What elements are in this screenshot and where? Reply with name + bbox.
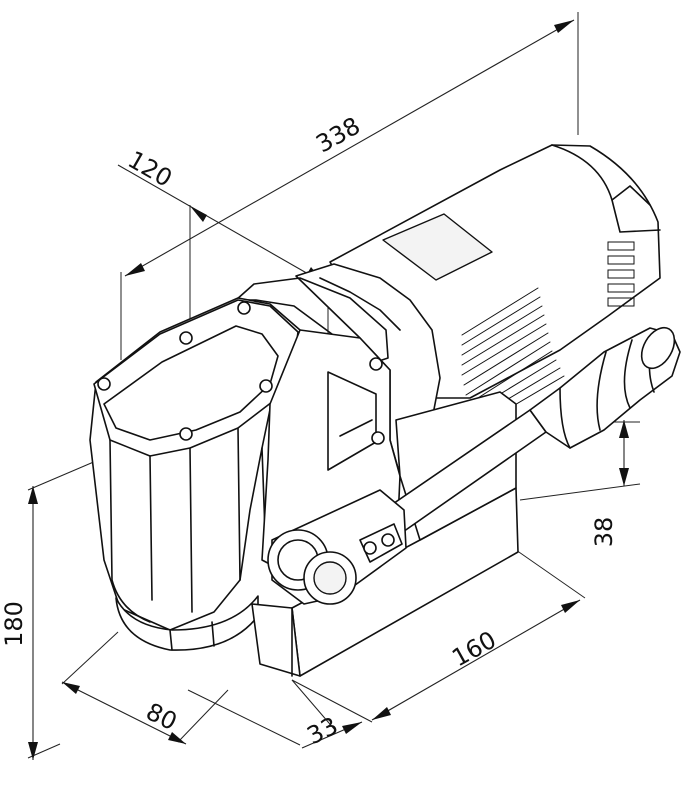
dimension-base-length: [291, 549, 586, 723]
feed-handle: [383, 326, 681, 535]
feed-hub: [267, 489, 407, 605]
column-bolt-upper: [369, 357, 383, 371]
label-overall-length: 338: [311, 112, 365, 159]
dimension-overall-length: [120, 12, 579, 360]
label-height: 180: [0, 601, 28, 647]
label-base-width: 80: [142, 698, 182, 737]
motor-window: [382, 213, 493, 281]
label-head-depth: 120: [123, 145, 177, 192]
column-bolt-lower: [371, 431, 385, 445]
label-handle-height: 38: [590, 517, 618, 548]
motor-vent-slots: [461, 287, 565, 424]
endcap-vent-slots: [607, 241, 635, 307]
dimension-height: [27, 454, 111, 760]
dimension-base-width: [61, 631, 229, 745]
label-base-offset: 33: [303, 712, 343, 751]
dimension-base-offset: [187, 679, 363, 749]
drill-head: [89, 297, 324, 651]
label-base-length: 160: [447, 626, 501, 673]
